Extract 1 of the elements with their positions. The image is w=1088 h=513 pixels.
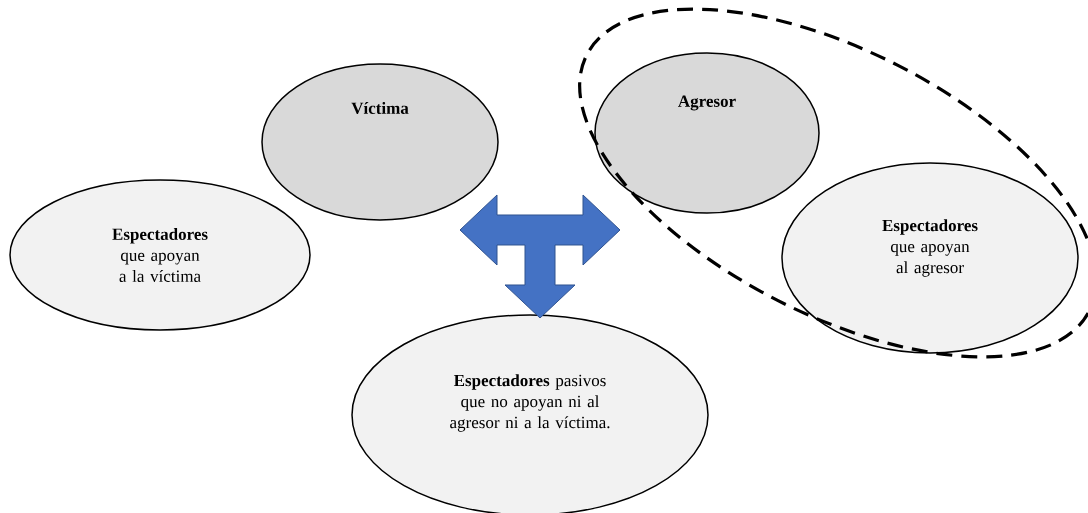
three-way-arrow — [459, 194, 621, 319]
